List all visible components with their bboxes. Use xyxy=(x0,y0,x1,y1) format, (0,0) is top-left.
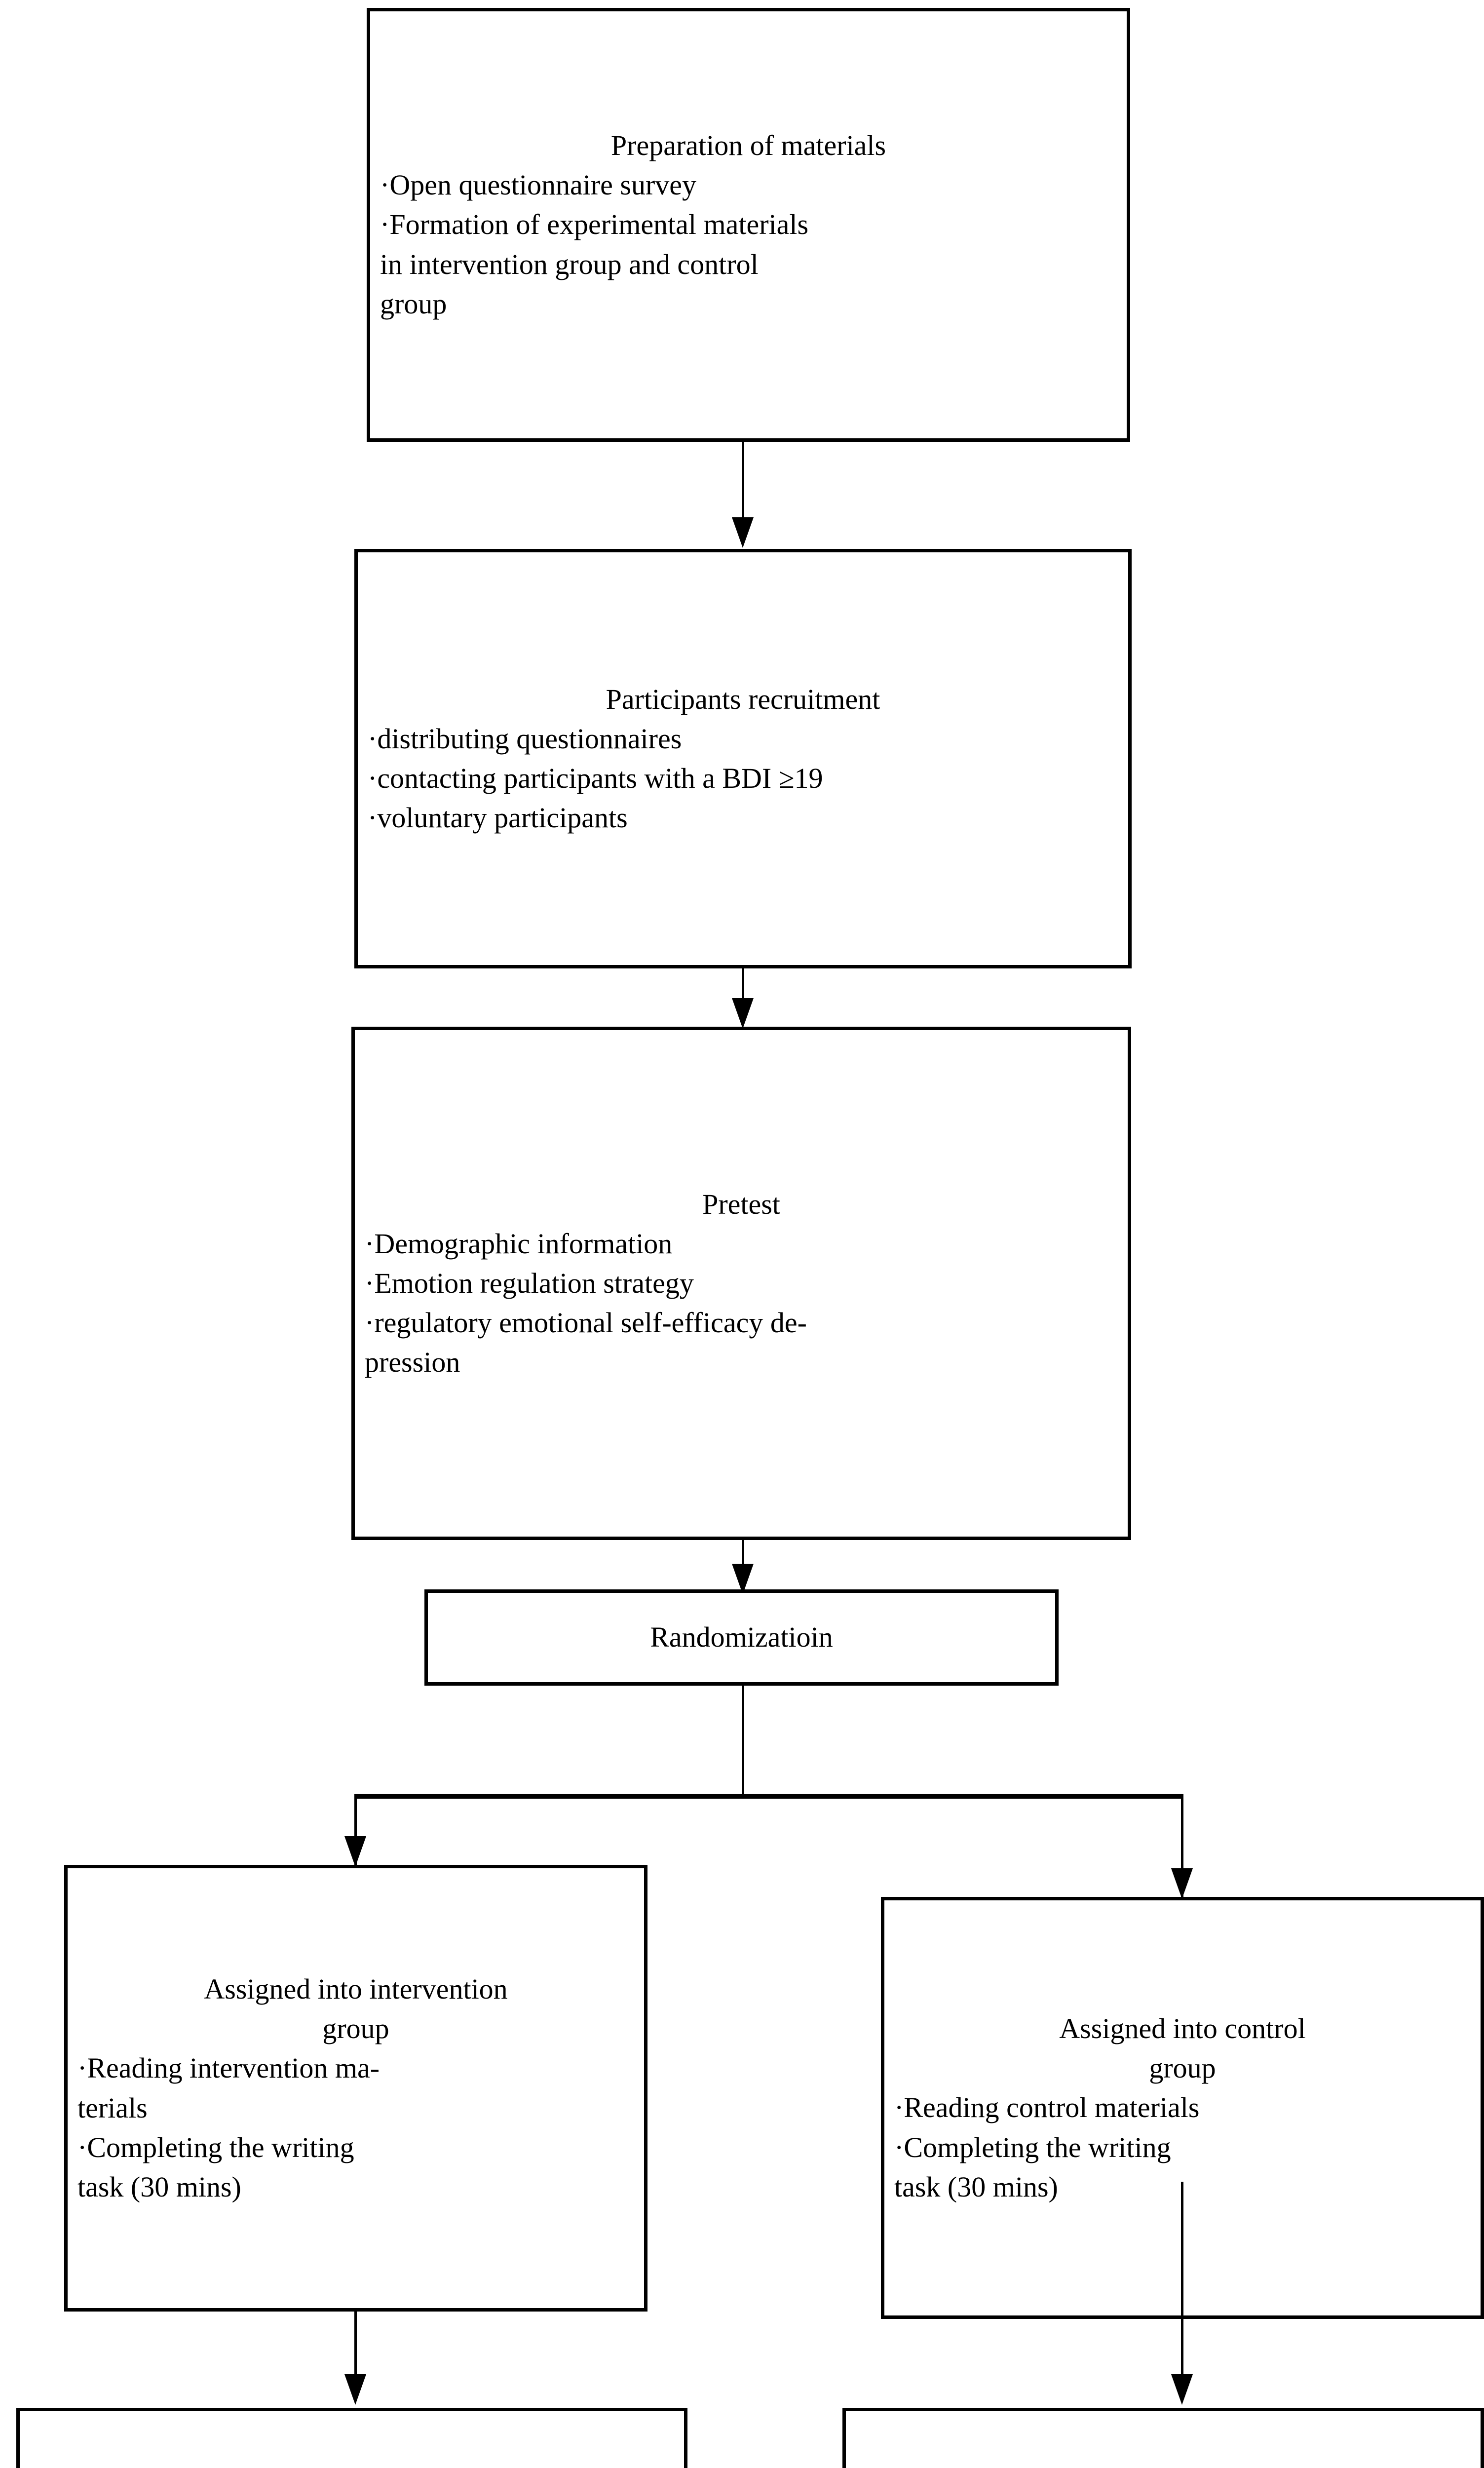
edge-randomization-split-bar xyxy=(354,1794,1183,1799)
arrowhead-icon xyxy=(1171,2374,1193,2405)
node-participants-recruitment: Participants recruitment ·distributing q… xyxy=(354,549,1132,968)
node-line: Participants recruitment xyxy=(606,683,880,715)
node-line: Assigned into control xyxy=(1059,2012,1306,2045)
node-post-test-control: Post test ·Emotion regulation strategy ·… xyxy=(842,2408,1484,2468)
node-line: ·Formation of experimental materials xyxy=(380,208,809,241)
node-line: in intervention group and control xyxy=(380,248,759,280)
node-line: ·distributing questionnaires xyxy=(368,722,682,755)
edge-randomization-to-intervention xyxy=(354,1794,357,1873)
node-assigned-into-intervention-group: Assigned into intervention group ·Readin… xyxy=(64,1865,647,2312)
node-line: ·Reading control materials xyxy=(894,2091,1200,2124)
node-line: group xyxy=(1149,2052,1216,2084)
edge-preparation-to-recruitment xyxy=(742,442,744,521)
node-line: ·contacting participants with a BDI ≥19 xyxy=(368,762,823,794)
arrowhead-icon xyxy=(732,998,754,1029)
node-line: Assigned into intervention xyxy=(204,1973,508,2005)
node-line: task (30 mins) xyxy=(77,2170,241,2203)
node-line: ·voluntary participants xyxy=(368,802,628,834)
node-line: ·Completing the writing xyxy=(77,2131,354,2163)
node-line: ·Emotion regulation strategy xyxy=(365,1267,694,1299)
node-line: ·Completing the writing xyxy=(894,2131,1171,2163)
arrowhead-icon xyxy=(732,1564,754,1594)
edge-randomization-to-control xyxy=(1181,1794,1183,1905)
edge-randomization-stem xyxy=(742,1686,744,1797)
node-line: ·Open questionnaire survey xyxy=(380,169,697,201)
node-line: Randomizatioin xyxy=(650,1621,833,1654)
edge-recruitment-to-pretest xyxy=(742,968,744,1002)
arrowhead-icon xyxy=(732,517,754,548)
node-pretest: Pretest ·Demographic information ·Emotio… xyxy=(351,1027,1131,1540)
node-line: terials xyxy=(77,2091,148,2124)
edge-control-to-post-test xyxy=(1181,2182,1183,2379)
node-line: Pretest xyxy=(702,1188,780,1220)
arrowhead-icon xyxy=(344,2374,366,2405)
node-post-test-intervention: Post test ·Emotion regulation strategy ·… xyxy=(16,2408,687,2468)
node-randomization: Randomizatioin xyxy=(424,1589,1059,1686)
arrowhead-icon xyxy=(1171,1868,1193,1899)
node-line: ·regulatory emotional self-efficacy de- xyxy=(365,1307,807,1339)
node-preparation-of-materials: Preparation of materials ·Open questionn… xyxy=(367,8,1130,442)
node-line: pression xyxy=(365,1346,460,1379)
edge-pretest-to-randomization xyxy=(742,1540,744,1571)
node-line: group xyxy=(322,2012,389,2045)
arrowhead-icon xyxy=(344,1836,366,1867)
edge-intervention-to-post-test xyxy=(354,2312,357,2378)
node-line: Preparation of materials xyxy=(610,129,886,162)
node-line: ·Demographic information xyxy=(365,1227,673,1260)
node-line: task (30 mins) xyxy=(894,2170,1058,2203)
node-line: ·Reading intervention ma- xyxy=(77,2052,380,2084)
node-line: group xyxy=(380,287,447,320)
